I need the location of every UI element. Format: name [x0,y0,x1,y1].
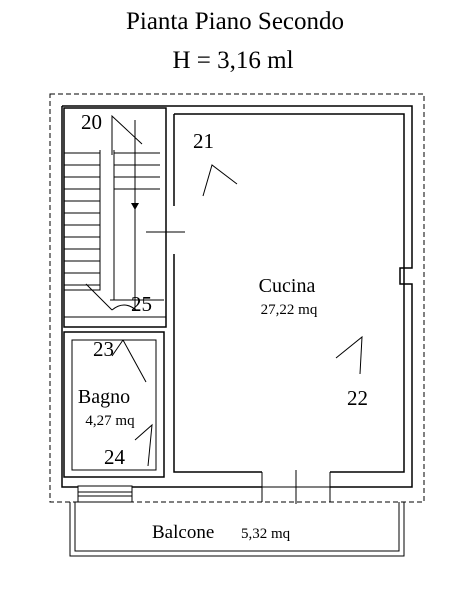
photo-point-24: 24 [104,445,126,469]
bathroom-area: 4,27 mq [85,413,135,429]
plan-title: Pianta Piano Secondo [126,8,344,35]
bathroom-window [77,485,133,503]
stair-arrow-icon [131,203,139,210]
outer-perimeter [49,93,425,503]
view-wedge-23 [111,339,147,383]
stair-enclosure [63,107,167,328]
kitchen-name: Cucina [259,275,316,297]
balcony-name: Balcone [152,522,214,543]
photo-point-23: 23 [93,337,114,361]
bathroom-name: Bagno [78,386,130,408]
balcony-outline [69,502,405,557]
photo-point-22: 22 [347,386,368,410]
view-wedge-25 [111,304,137,311]
kitchen-area: 27,22 mq [261,302,318,318]
outer-wall-left [61,106,78,488]
bathroom-inner [71,339,157,471]
photo-point-25: 25 [131,292,152,316]
height-label: H = 3,16 ml [172,47,293,74]
view-wedge-20 [111,114,143,155]
balcony-inner [74,502,400,552]
bathroom-wall [63,331,165,478]
photo-point-20: 20 [81,110,102,134]
kitchen-wall [173,113,405,473]
photo-point-21: 21 [193,129,214,153]
stair-core-left [64,150,101,291]
stair-treads [64,152,160,286]
view-wedge-24 [134,423,153,467]
view-wedge-22 [335,335,363,375]
outer-wall [62,105,413,488]
stair-diagonal [85,283,113,311]
balcony-area: 5,32 mq [241,526,291,542]
view-wedge-21 [202,164,238,197]
